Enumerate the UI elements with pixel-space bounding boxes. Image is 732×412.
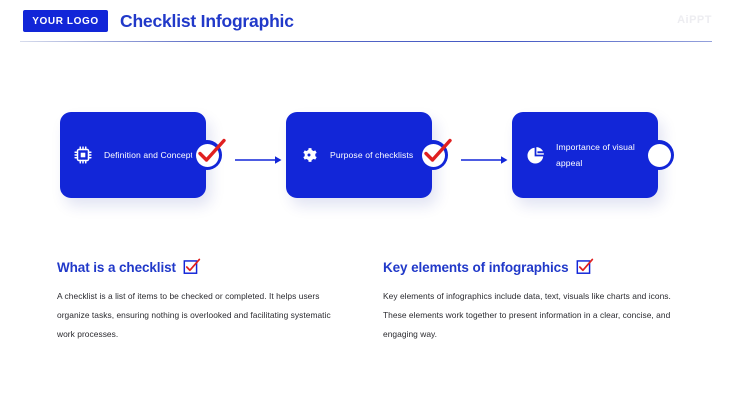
flow-step-1-check-badge <box>192 138 226 170</box>
gear-icon <box>298 144 320 166</box>
checked-box-icon <box>576 258 593 274</box>
content-block-2-title: Key elements of infographics <box>383 259 569 275</box>
flow-step-3-card[interactable]: Importance of visual appeal <box>512 112 658 198</box>
flow-step-3[interactable]: Importance of visual appeal <box>512 112 674 198</box>
flow-step-2-card[interactable]: Purpose of checklists <box>286 112 432 198</box>
logo-badge: YOUR LOGO <box>23 10 108 32</box>
content-block-2-body: Key elements of infographics include dat… <box>383 291 671 339</box>
content-block-2-header: Key elements of infographics <box>383 256 683 278</box>
flow-step-1[interactable]: Definition and Concept <box>60 112 226 198</box>
flow-connector-2 <box>461 155 509 165</box>
page-header: YOUR LOGO Checklist Infographic AiPPT <box>0 0 732 46</box>
arrow-right-icon <box>461 156 508 164</box>
content-block-1: What is a checklist A checklist is a lis… <box>57 256 357 344</box>
badge-inner-circle <box>421 143 445 167</box>
flow-step-2[interactable]: Purpose of checklists <box>286 112 452 198</box>
arrow-right-icon <box>235 156 282 164</box>
content-block-1-body: A checklist is a list of items to be che… <box>57 291 331 339</box>
badge-inner-circle <box>647 143 671 167</box>
page-title: Checklist Infographic <box>120 11 294 31</box>
pie-chart-icon <box>524 144 546 166</box>
flow-step-1-card[interactable]: Definition and Concept <box>60 112 206 198</box>
cpu-chip-icon <box>72 144 94 166</box>
content-block-2: Key elements of infographics Key element… <box>383 256 683 344</box>
flow-connector-1 <box>235 155 283 165</box>
flow-step-2-label: Purpose of checklists <box>330 150 414 160</box>
logo-label: YOUR LOGO <box>32 15 99 27</box>
flow-step-2-check-badge <box>418 138 452 170</box>
flow-step-1-label: Definition and Concept <box>104 150 194 160</box>
flow-step-3-plain-badge <box>644 140 674 170</box>
checked-box-icon <box>183 258 201 274</box>
content-block-1-title: What is a checklist <box>57 259 176 275</box>
process-flow: Definition and Concept Purpo <box>0 112 732 212</box>
watermark-label: AiPPT <box>677 14 712 26</box>
badge-inner-circle <box>195 143 219 167</box>
content-block-1-header: What is a checklist <box>57 256 357 278</box>
header-divider <box>20 41 712 42</box>
flow-step-3-label: Importance of visual appeal <box>556 142 635 168</box>
